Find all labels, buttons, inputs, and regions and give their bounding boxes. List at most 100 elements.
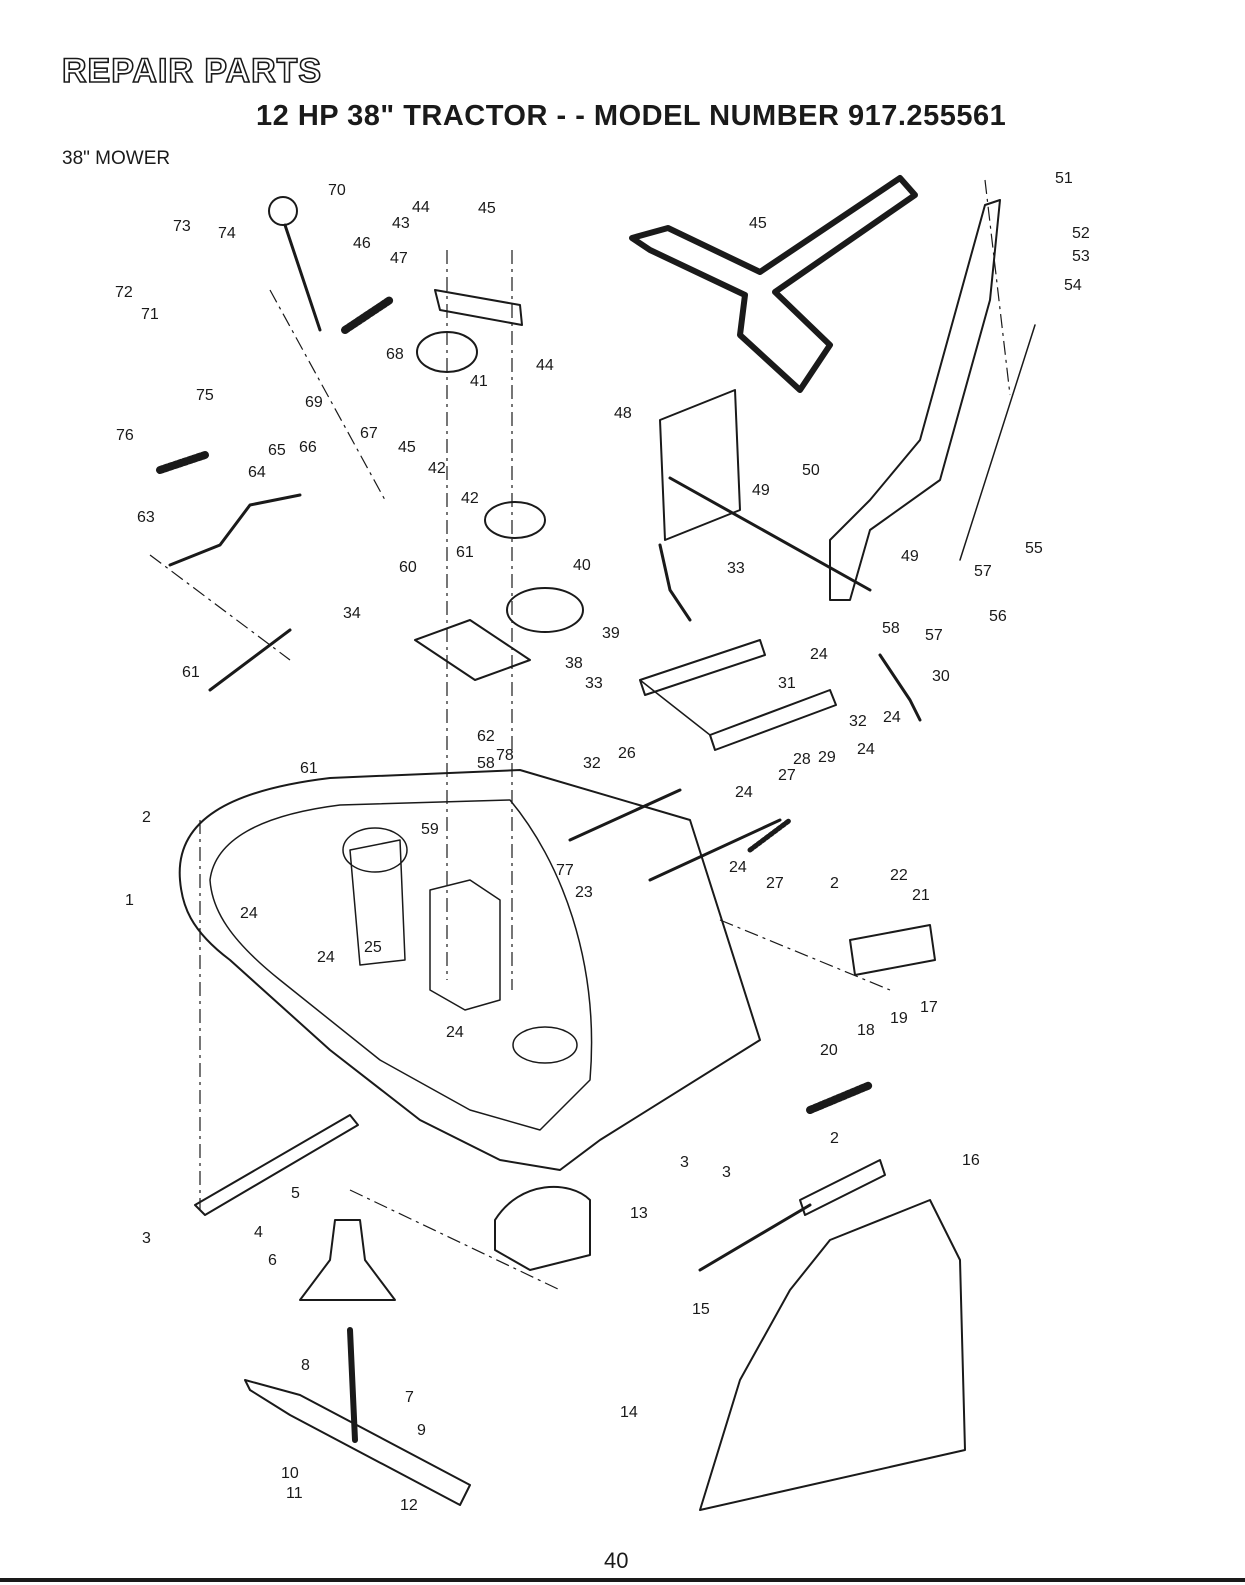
callout-73: 73 [173,218,191,235]
callout-61: 61 [456,544,474,561]
page-number: 40 [604,1548,629,1573]
callout-53: 53 [1072,248,1090,265]
pulley-lower [506,587,584,633]
callout-66: 66 [299,439,317,456]
callout-45: 45 [398,439,416,456]
callout-74: 74 [218,225,236,242]
callout-23: 23 [575,884,593,901]
callout-45: 45 [478,200,496,217]
callout-64: 64 [248,464,266,481]
callout-63: 63 [137,509,155,526]
callout-70: 70 [328,182,346,199]
callout-30: 30 [932,668,950,685]
mounting-plate [659,389,741,541]
callout-33: 33 [727,560,745,577]
spring-78 [156,451,209,474]
idler-pulley-on-deck [342,827,408,873]
callout-31: 31 [778,675,796,692]
callout-57: 57 [974,563,992,580]
callout-4: 4 [254,1224,263,1241]
callout-19: 19 [890,1010,908,1027]
callout-52: 52 [1072,225,1090,242]
callout-49: 49 [901,548,919,565]
callout-55: 55 [1025,540,1043,557]
callout-24: 24 [883,709,901,726]
assembly-line [349,1189,561,1291]
callout-3: 3 [680,1154,689,1171]
spring-70 [341,296,394,334]
section-label: 38" MOWER [62,148,171,169]
page-title: REPAIR PARTS [61,51,323,91]
callout-8: 8 [301,1357,310,1374]
pulley-middle [484,501,546,539]
callout-65: 65 [268,442,286,459]
assembly-line [984,179,1011,396]
callout-24: 24 [317,949,335,966]
belt-shield-13 [494,1185,591,1271]
callout-12: 12 [400,1497,418,1514]
spindle-shaft [347,1327,358,1443]
spring-18 [806,1081,874,1114]
stabilizer-bar [194,1114,359,1216]
callout-13: 13 [630,1205,648,1222]
callout-75: 75 [196,387,214,404]
callout-43: 43 [392,215,410,232]
assembly-line [719,919,891,991]
callout-48: 48 [614,405,632,422]
assembly-line [269,289,386,501]
callout-58: 58 [882,620,900,637]
callout-27: 27 [778,767,796,784]
callout-38: 38 [565,655,583,672]
callout-71: 71 [141,306,159,323]
model-subtitle: 12 HP 38" TRACTOR - - MODEL NUMBER 917.2… [256,100,1007,132]
callout-42: 42 [461,490,479,507]
callout-1: 1 [125,892,134,909]
discharge-chute [699,1199,966,1511]
callout-32: 32 [849,713,867,730]
callout-5: 5 [291,1185,300,1202]
callout-20: 20 [820,1042,838,1059]
callout-29: 29 [818,749,836,766]
callout-69: 69 [305,394,323,411]
callout-33: 33 [585,675,603,692]
callout-24: 24 [240,905,258,922]
rod-34 [658,543,692,622]
callout-27: 27 [766,875,784,892]
callout-68: 68 [386,346,404,363]
callout-40: 40 [573,557,591,574]
callout-32: 32 [583,755,601,772]
callout-34: 34 [343,605,361,622]
rod-65 [168,493,302,567]
callout-11: 11 [286,1485,303,1502]
callout-47: 47 [390,250,408,267]
callout-49: 49 [752,482,770,499]
callout-59: 59 [421,821,439,838]
lift-handle [829,199,1001,601]
callout-9: 9 [417,1422,426,1439]
callout-2: 2 [830,875,839,892]
callout-45: 45 [749,215,767,232]
assembly-line [149,554,291,661]
rod-56 [959,324,1036,561]
callout-26: 26 [618,745,636,762]
callout-17: 17 [920,999,938,1016]
callout-61: 61 [182,664,200,681]
drive-belt [629,175,918,393]
callout-56: 56 [989,608,1007,625]
callout-6: 6 [268,1252,277,1269]
spring-27 [747,817,793,853]
callout-42: 42 [428,460,446,477]
callout-2: 2 [830,1130,839,1147]
lift-shaft [668,476,872,592]
callout-24: 24 [735,784,753,801]
callout-28: 28 [793,751,811,768]
knob-shaft [283,223,322,332]
callout-10: 10 [281,1465,299,1482]
callout-16: 16 [962,1152,980,1169]
callout-44: 44 [412,199,430,216]
callout-18: 18 [857,1022,875,1039]
callout-76: 76 [116,427,134,444]
rod-27-lower [648,818,782,882]
idler-bracket-38 [414,619,531,681]
